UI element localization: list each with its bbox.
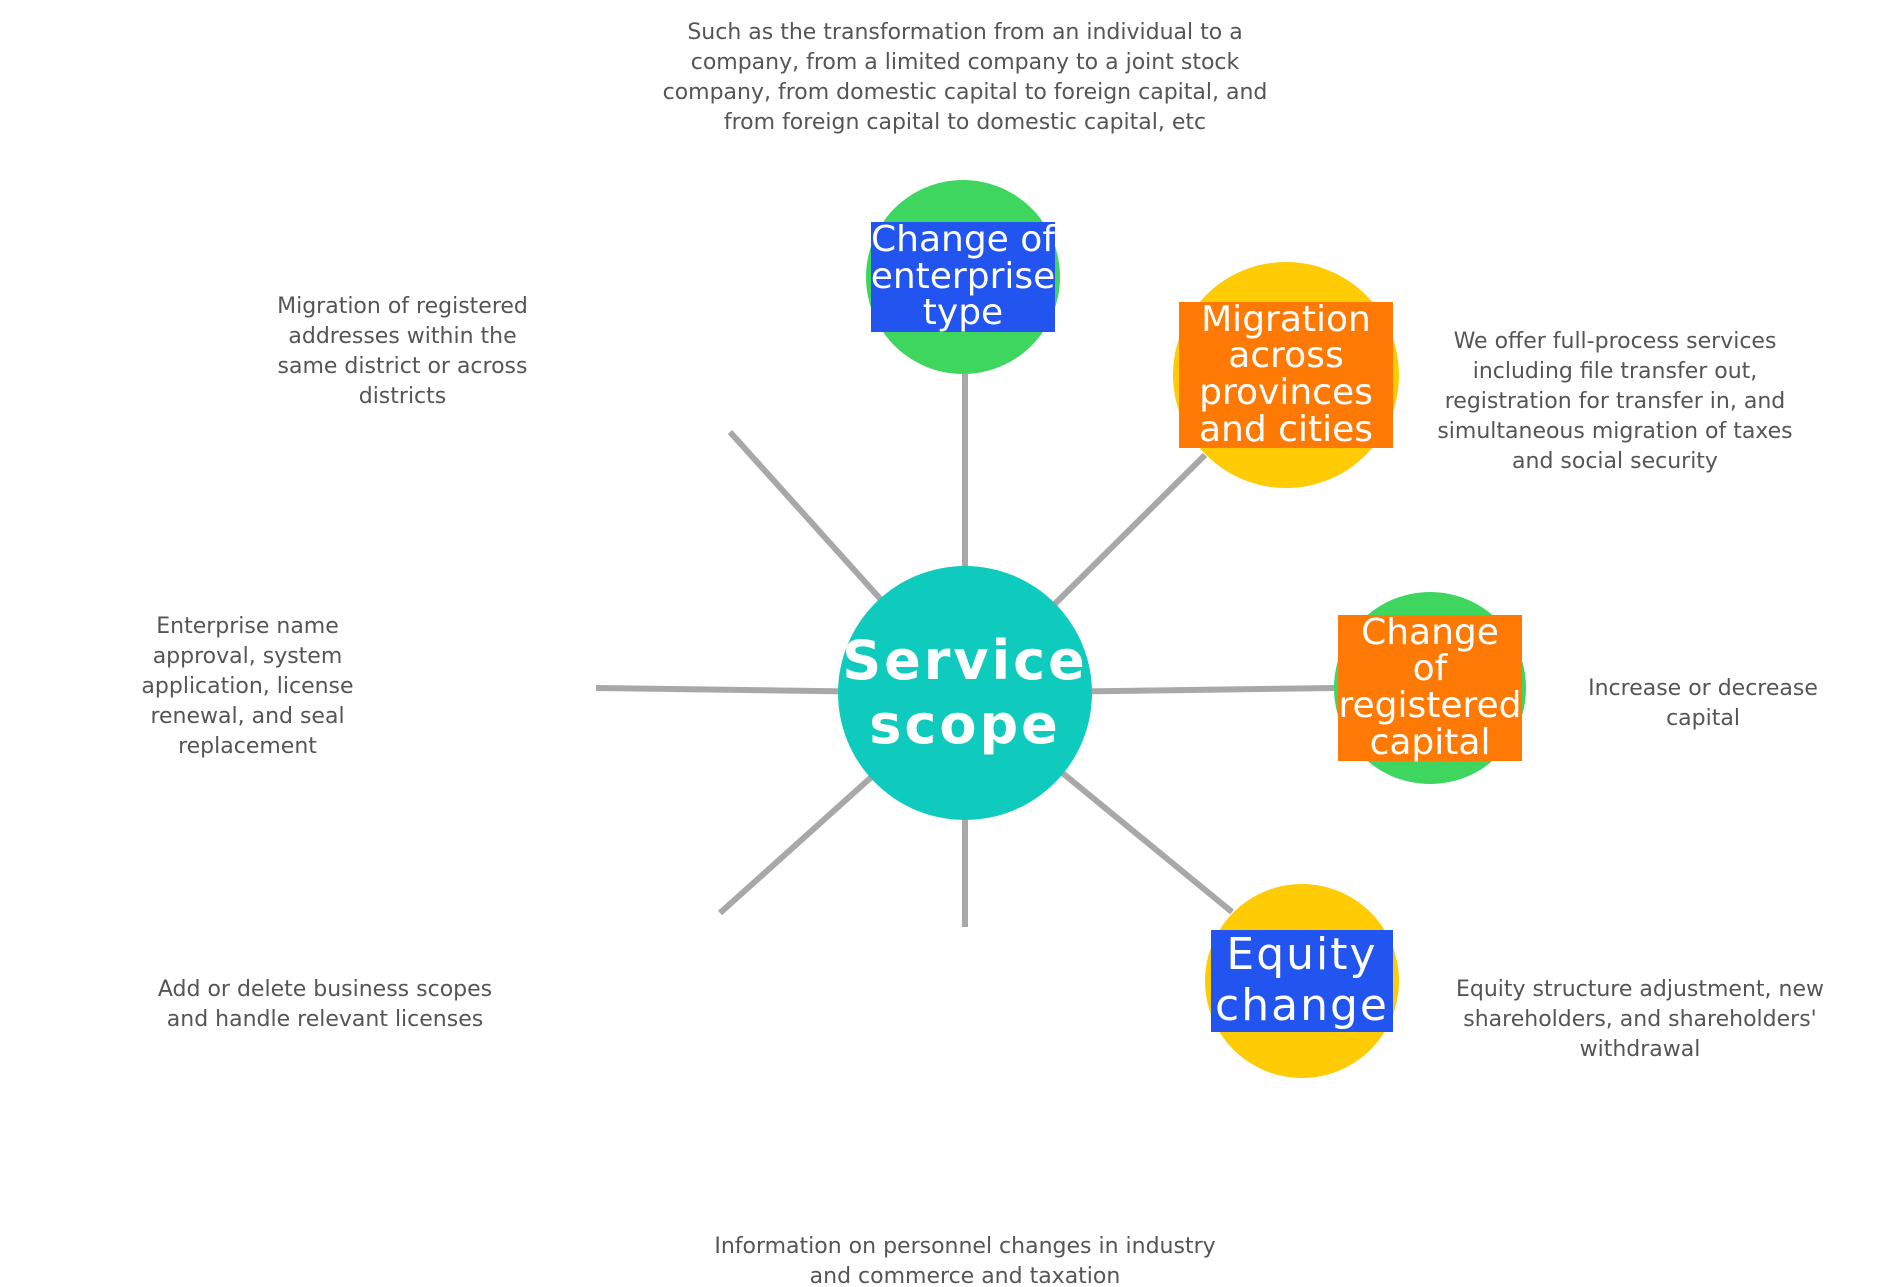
node-change-of-registered-address: Change of registered address	[568, 250, 784, 466]
node-legal-person-change: Legal person/ Person in charge/ Company …	[820, 927, 1112, 1219]
node-label: Change of registered address	[574, 273, 778, 442]
node-label: Change of enterprise type	[870, 218, 1056, 334]
node-change-of-registered-capital: Change of registered capital	[1334, 592, 1526, 784]
description-business-scope: Add or delete business scopes and handle…	[157, 977, 493, 1032]
node-label: Equity change	[1211, 930, 1393, 1032]
center-node-service-scope: Service scope	[838, 566, 1092, 820]
node-name-change: Name change	[402, 592, 596, 786]
description-registered-capital: Increase or decrease capital	[1588, 676, 1818, 731]
center-node-label: Service scope	[842, 629, 1088, 756]
description-registered-address: Migration of registered addresses within…	[277, 294, 528, 409]
description-equity: Equity structure adjustment, new shareho…	[1456, 977, 1824, 1062]
description-legal-person: Information on personnel changes in indu…	[714, 1234, 1216, 1287]
description-name: Enterprise name approval, system applica…	[141, 614, 354, 759]
node-change-of-business-scope: Change of business scope	[513, 864, 735, 1086]
node-label: Legal person/ Person in charge/ Company …	[844, 959, 1088, 1185]
node-change-of-enterprise-type: Change of enterprise type	[866, 180, 1060, 374]
node-equity-change: Equity change	[1205, 884, 1399, 1078]
node-migration-across-provinces: Migration across provinces and cities	[1173, 262, 1399, 488]
description-enterprise-type: Such as the transformation from an indiv…	[662, 20, 1268, 135]
node-label: Change of business scope	[521, 910, 727, 1039]
description-migration: We offer full-process services including…	[1437, 329, 1793, 474]
node-label: Name change	[412, 637, 586, 739]
node-label: Change of registered capital	[1338, 611, 1522, 763]
node-label: Migration across provinces and cities	[1179, 301, 1393, 449]
